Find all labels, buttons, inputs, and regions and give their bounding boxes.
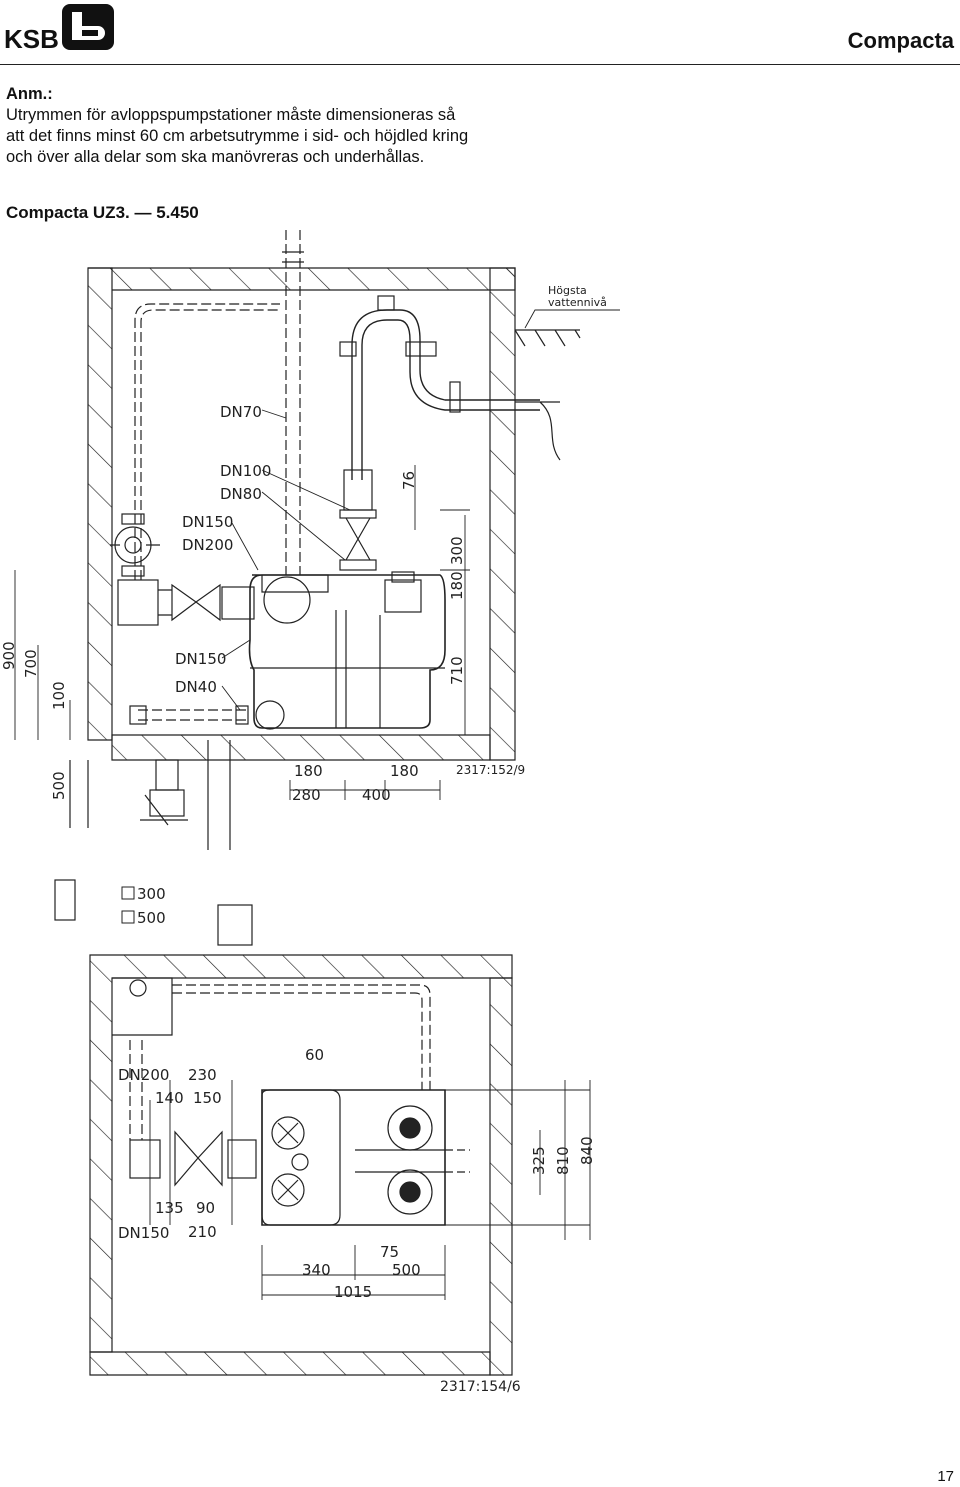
- plan-wall-right: [489, 977, 513, 1376]
- dimension-label: 60: [305, 1046, 324, 1064]
- note-line: och över alla delar som ska manövreras o…: [6, 148, 425, 166]
- dimension-label: 710: [448, 656, 466, 685]
- technical-drawing: Högsta vattennivå DN70 DN100 DN80 DN150 …: [0, 230, 620, 1395]
- drawing-subtitle: Compacta UZ3. — 5.450: [6, 203, 199, 222]
- dimension-label: 180: [448, 571, 466, 600]
- discharge-pipe: [351, 309, 540, 480]
- elevation-view: [14, 230, 620, 850]
- pit-size-label: 300: [137, 885, 166, 903]
- elevation-labels: Högsta vattennivå DN70 DN100 DN80 DN150 …: [0, 284, 607, 804]
- plan-labels: 300 500 DN200 DN150 60 230 140 150 135 9…: [118, 885, 596, 1395]
- plan-wall-bottom: [89, 1351, 491, 1376]
- water-level-label: Högsta: [548, 284, 587, 297]
- dimension-label: 700: [22, 649, 40, 678]
- pipe-label: DN40: [175, 678, 217, 696]
- dimension-label: 810: [554, 1146, 572, 1175]
- dimension-label: 300: [448, 536, 466, 565]
- dimension-label: 100: [50, 681, 68, 710]
- pit-size-label: 500: [137, 909, 166, 927]
- pipe-label: DN150: [175, 650, 226, 668]
- pipe-label: DN150: [182, 513, 233, 531]
- dimension-label: 140: [155, 1089, 184, 1107]
- dimension-label: 76: [400, 471, 418, 490]
- dimension-label: 340: [302, 1261, 331, 1279]
- water-level-label: vattennivå: [548, 296, 607, 309]
- pipe-label: DN70: [220, 403, 262, 421]
- dimension-label: 1015: [334, 1283, 372, 1301]
- dimension-label: 400: [362, 786, 391, 804]
- pit-floor: [111, 734, 491, 761]
- pit-wall-left: [87, 267, 113, 741]
- note-line: att det finns minst 60 cm arbetsutrymme …: [6, 127, 469, 145]
- plan-pump-tank: [261, 1089, 446, 1226]
- dimension-label: 840: [578, 1136, 596, 1165]
- pipe-label: DN150: [118, 1224, 169, 1242]
- pipe-label: DN80: [220, 485, 262, 503]
- dimension-label: 180: [390, 762, 419, 780]
- dimension-label: 280: [292, 786, 321, 804]
- drawing-code: 2317:154/6: [440, 1379, 521, 1395]
- ksb-logo: KSB: [4, 4, 114, 54]
- pipe-label: DN100: [220, 462, 271, 480]
- dimension-label: 500: [50, 771, 68, 800]
- dimension-label: 500: [392, 1261, 421, 1279]
- dimension-label: 900: [0, 641, 18, 670]
- dimension-label: 135: [155, 1199, 184, 1217]
- dimension-label: 230: [188, 1066, 217, 1084]
- pit-roof: [88, 267, 516, 291]
- pipe-label: DN200: [118, 1066, 169, 1084]
- dimension-label: 325: [530, 1146, 548, 1175]
- header-rule: [0, 64, 960, 65]
- dimension-label: 75: [380, 1243, 399, 1261]
- dimension-label: 150: [193, 1089, 222, 1107]
- vent-pipe: [134, 303, 280, 580]
- page-number: 17: [937, 1468, 954, 1485]
- pit-wall-right: [489, 267, 516, 761]
- svg-text:KSB: KSB: [4, 24, 59, 54]
- plan-view: [54, 879, 591, 1376]
- drawing-code: 2317:152/9: [456, 763, 525, 777]
- header-title: Compacta: [847, 28, 954, 53]
- dimension-label: 90: [196, 1199, 215, 1217]
- dimension-label: 180: [294, 762, 323, 780]
- note-line: Utrymmen för avloppspumpstationer måste …: [6, 106, 456, 124]
- note-label: Anm.:: [6, 85, 53, 103]
- pump-tank: [248, 574, 446, 729]
- dimension-label: 210: [188, 1223, 217, 1241]
- pipe-label: DN200: [182, 536, 233, 554]
- note: Anm.: Utrymmen för avloppspumpstationer …: [6, 84, 526, 168]
